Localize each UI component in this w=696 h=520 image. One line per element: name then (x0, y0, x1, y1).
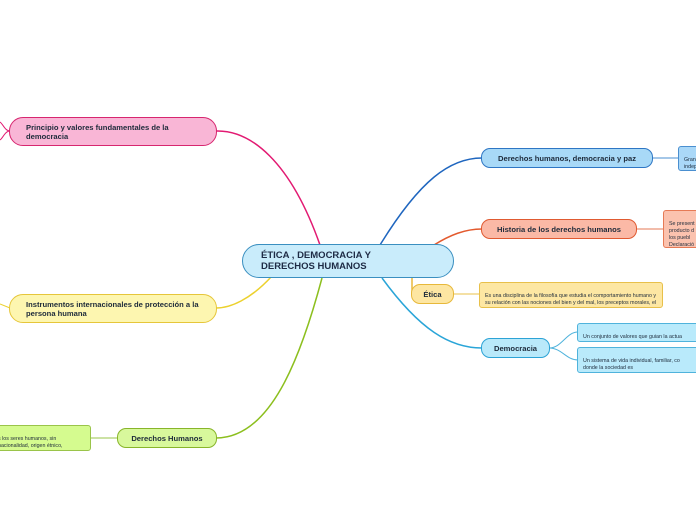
topic-instrumentos[interactable]: Instrumentos internacionales de protecci… (9, 294, 217, 323)
edge-center-derechos (215, 277, 323, 439)
topic-derechos-humanos[interactable]: Derechos Humanos (117, 428, 217, 448)
detail-etica-text: Es una disciplina de la filosofía que es… (485, 293, 657, 306)
topic-historia[interactable]: Historia de los derechos humanos (481, 219, 637, 239)
detail-derechos-humanos[interactable]: s los seres humanos, sin nacionalidad, o… (0, 425, 91, 451)
topic-democracia-label: Democracia (493, 343, 538, 353)
edge-center-principios (215, 130, 321, 246)
topic-derechos-democracia-paz-label: Derechos humanos, democracia y paz (497, 153, 636, 163)
topic-etica-label: Ética (423, 289, 442, 299)
edge-democracia-leaf2 (548, 347, 579, 361)
detail-derechos-humanos-text: s los seres humanos, sin nacionalidad, o… (0, 436, 63, 449)
edge-instrumentos-stub (0, 303, 11, 309)
topic-principios-label: Principio y valores fundamentales de la … (26, 122, 169, 141)
edge-center-democracia (381, 277, 483, 349)
detail-derechos-democracia-paz-text: Gran indep dere (684, 157, 696, 170)
topic-derechos-humanos-label: Derechos Humanos (131, 433, 203, 443)
topic-derechos-democracia-paz[interactable]: Derechos humanos, democracia y paz (481, 148, 653, 168)
detail-derechos-democracia-paz[interactable]: Gran indep dere (678, 146, 696, 171)
central-topic[interactable]: ÉTICA , DEMOCRACIA Y DERECHOS HUMANOS (242, 244, 454, 278)
edge-center-instrumentos (215, 275, 273, 309)
detail-democracia-sistema-text: Un sistema de vida individual, familiar,… (583, 358, 680, 371)
detail-democracia-sistema[interactable]: Un sistema de vida individual, familiar,… (577, 347, 696, 373)
topic-historia-label: Historia de los derechos humanos (496, 224, 622, 234)
edge-center-paz (379, 157, 483, 246)
topic-principios[interactable]: Principio y valores fundamentales de la … (9, 117, 217, 146)
edge-democracia-leaf1 (548, 331, 579, 349)
detail-historia[interactable]: Se present producto d los puebl Declarac… (663, 210, 696, 248)
detail-democracia-valores-text: Un conjunto de valores que guian la actu… (583, 334, 682, 340)
topic-etica[interactable]: Ética (411, 284, 454, 304)
detail-historia-text: Se present producto d los puebl Declarac… (669, 221, 695, 248)
edge-principios-stub2 (0, 130, 11, 141)
topic-democracia[interactable]: Democracia (481, 338, 550, 358)
topic-instrumentos-label: Instrumentos internacionales de protecci… (26, 299, 199, 318)
detail-democracia-valores[interactable]: Un conjunto de valores que guian la actu… (577, 323, 696, 342)
central-topic-label: ÉTICA , DEMOCRACIA Y DERECHOS HUMANOS (261, 250, 371, 272)
edge-center-historia (433, 228, 483, 246)
detail-etica[interactable]: Es una disciplina de la filosofía que es… (479, 282, 663, 308)
